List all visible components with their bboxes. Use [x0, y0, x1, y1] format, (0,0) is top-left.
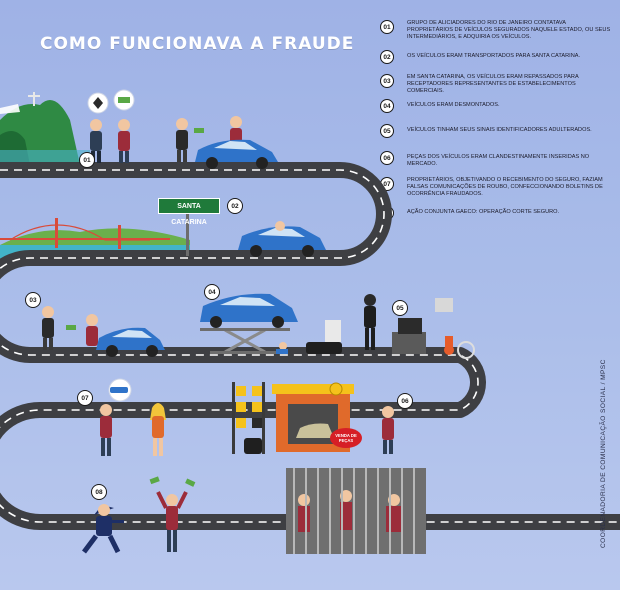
page-title: COMO FUNCIONAVA A FRAUDE	[40, 34, 355, 54]
road-marker-02: 02	[227, 198, 243, 214]
auto-parts-shop	[272, 382, 354, 452]
tires-stack	[306, 320, 342, 354]
car-step-3	[96, 327, 165, 357]
characters-step-1	[87, 89, 242, 163]
rio-landscape	[0, 92, 90, 165]
characters-step-3	[42, 306, 98, 350]
car-step-1	[195, 139, 278, 169]
step-description: OS VEÍCULOS ERAM TRANSPORTADOS PARA SANT…	[407, 53, 581, 59]
step-description: EM SANTA CATARINA, OS VEÍCULOS ERAM REPA…	[407, 74, 579, 94]
characters-step-6	[382, 406, 394, 454]
step-number-badge: 06	[380, 151, 394, 165]
credit-text: COORDENADORIA DE COMUNICAÇÃO SOCIAL / MP…	[600, 359, 607, 548]
parts-sale-sign: VENDA DE PEÇAS	[330, 428, 362, 448]
road-marker-08: 08	[91, 484, 107, 500]
sign-post	[186, 214, 189, 256]
road-marker-05: 05	[392, 300, 408, 316]
road	[0, 162, 620, 530]
car-lift-step-4	[200, 293, 298, 354]
welder-step-5	[364, 294, 475, 359]
step-number-badge: 03	[380, 74, 394, 88]
step-description: PROPRIETÁRIOS, OBJETIVANDO O RECEBIMENTO…	[407, 177, 603, 197]
step-description: AÇÃO CONJUNTA GAECO: OPERAÇÃO CORTE SEGU…	[407, 209, 560, 215]
step-description: PEÇAS DOS VEÍCULOS ERAM CLANDESTINAMENTE…	[407, 154, 590, 167]
police-officer-step-8	[82, 504, 124, 554]
car-step-2	[238, 221, 326, 257]
road-marker-07: 07	[77, 390, 93, 406]
santa-catarina-sign: SANTA CATARINA	[158, 198, 220, 226]
characters-step-7	[100, 378, 166, 456]
step-number-badge: 05	[380, 124, 394, 138]
road-marker-01: 01	[79, 152, 95, 168]
step-number-badge: 01	[380, 20, 394, 34]
suspect-character	[149, 476, 196, 552]
step-description: GRUPO DE ALICIADORES DO RIO DE JANEIRO C…	[407, 20, 611, 40]
jail-cell	[286, 468, 426, 554]
step-description: VEÍCULOS ERAM DESMONTADOS.	[407, 102, 500, 108]
parts-rack	[232, 382, 265, 454]
step-description: VEÍCULOS TINHAM SEUS SINAIS IDENTIFICADO…	[407, 127, 592, 133]
road-marker-04: 04	[204, 284, 220, 300]
step-number-badge: 04	[380, 99, 394, 113]
step-number-badge: 02	[380, 50, 394, 64]
road-marker-03: 03	[25, 292, 41, 308]
road-marker-06: 06	[397, 393, 413, 409]
